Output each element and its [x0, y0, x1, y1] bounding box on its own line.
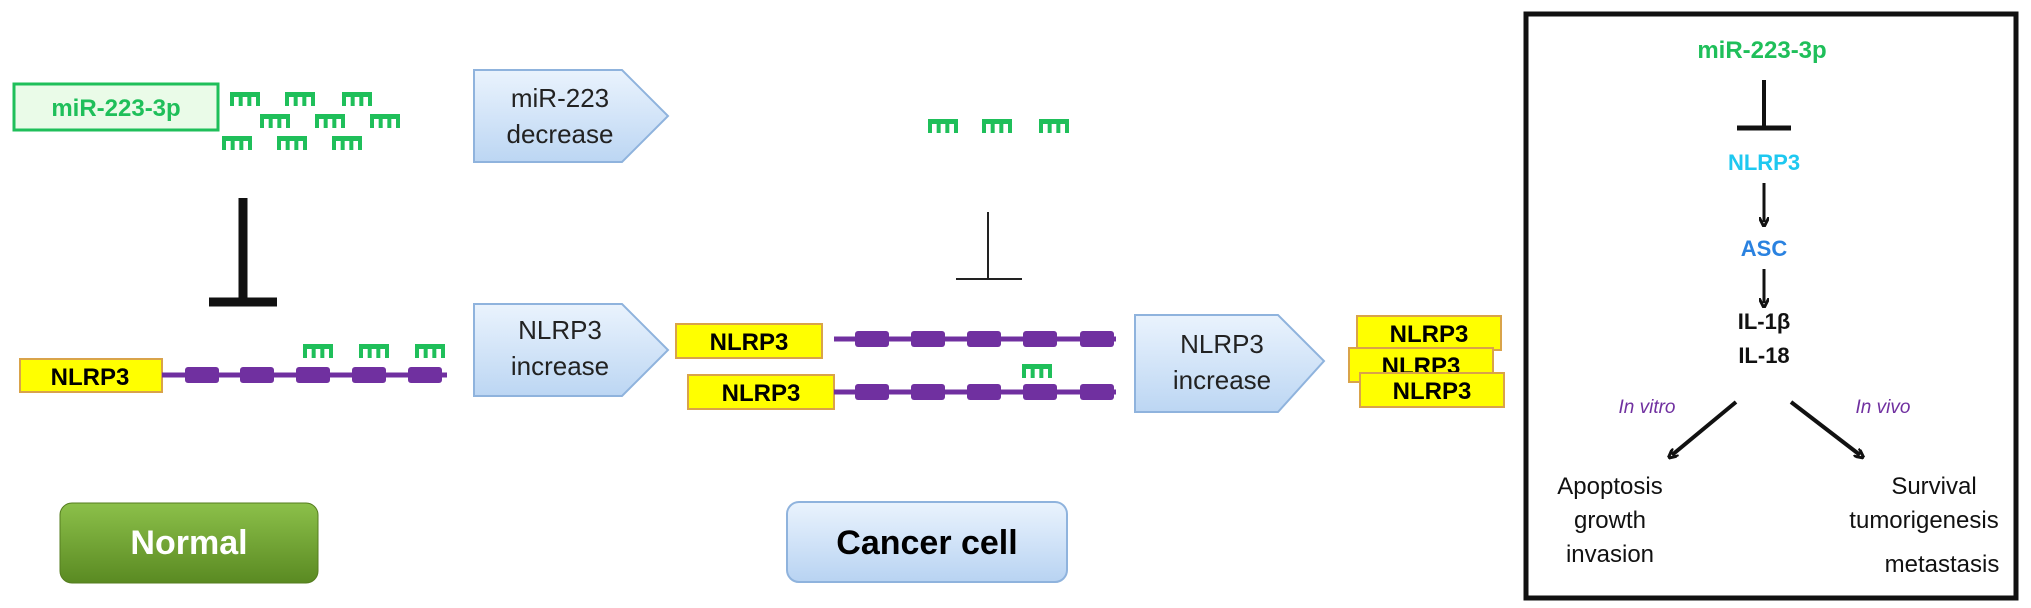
- stack-box-3: [1359, 372, 1505, 408]
- panel-left-2: growth: [1574, 507, 1646, 534]
- panel-nlrp3: NLRP3: [1728, 150, 1800, 175]
- cancer-bound-mirna: [1022, 364, 1052, 378]
- cancer-tag: Cancer cell: [836, 524, 1017, 562]
- normal-section: miR-223-3p NLRP3 Normal: [12, 82, 447, 584]
- cancer-nlrp3-label-2: NLRP3: [722, 380, 801, 407]
- mrna-segment: [240, 367, 274, 383]
- nlrp3-protein-stack: NLRP3 NLRP3 NLRP3: [1348, 315, 1505, 408]
- mirna-label: miR-223-3p: [51, 95, 180, 122]
- mirna-icon: [332, 136, 362, 150]
- mirna-cluster: [222, 92, 400, 150]
- mirna-icon: [260, 114, 290, 128]
- mrna-segment: [1080, 384, 1114, 400]
- cancer-tag-box: [786, 501, 1068, 583]
- bound-mirna-icon: [303, 344, 333, 358]
- mrna-strand: [162, 367, 447, 383]
- nlrp3-increase-arrow: NLRP3 increase: [473, 303, 670, 397]
- cancer-mirna-cluster: [928, 119, 1069, 133]
- mir-decrease-line2: decrease: [507, 119, 614, 149]
- mirna-label-box: [12, 82, 220, 132]
- mirna-icon: [928, 119, 958, 133]
- mirna-icon: [285, 92, 315, 106]
- panel-frame: [1523, 11, 2019, 601]
- mrna-segment: [1080, 331, 1114, 347]
- panel-left-3: invasion: [1566, 541, 1654, 568]
- bound-mirna-icon: [359, 344, 389, 358]
- panel-asc: ASC: [1741, 236, 1788, 261]
- mrna-segment: [967, 331, 1001, 347]
- mir-decrease-arrow: miR-223 decrease: [473, 69, 670, 163]
- cancer-nlrp3-label-1: NLRP3: [710, 329, 789, 356]
- mrna-segment: [967, 384, 1001, 400]
- mirna-icon: [315, 114, 345, 128]
- mirna-icon: [230, 92, 260, 106]
- mrna-segment: [1023, 331, 1057, 347]
- panel-mirna: miR-223-3p: [1697, 37, 1826, 64]
- mirna-icon: [982, 119, 1012, 133]
- normal-tag: Normal: [130, 524, 247, 562]
- bound-mirnas: [303, 344, 445, 358]
- panel-arrow-right: [1789, 400, 1860, 455]
- panel-il18: IL-18: [1738, 343, 1789, 368]
- mirna-icon: [370, 114, 400, 128]
- mir-decrease-line1: miR-223: [511, 83, 609, 113]
- mrna-segment: [911, 331, 945, 347]
- panel-right-2: tumorigenesis: [1849, 507, 1998, 534]
- stack-box-1: [1356, 315, 1502, 351]
- mrna-segment: [855, 331, 889, 347]
- cancer-nlrp3-box-1: [675, 323, 823, 359]
- panel-right-1: Survival: [1891, 473, 1976, 500]
- nlrp3-increase2-line1: NLRP3: [1180, 329, 1264, 359]
- nlrp3-increase-arrow-2: NLRP3 increase: [1134, 314, 1326, 413]
- mrna-segment: [408, 367, 442, 383]
- nlrp3-gene-label: NLRP3: [51, 364, 130, 391]
- panel-right-3: metastasis: [1885, 551, 2000, 578]
- cancer-mrna-strand-2: [834, 384, 1116, 400]
- mirna-icon: [342, 92, 372, 106]
- stack-label-3: NLRP3: [1393, 378, 1472, 405]
- cancer-section: NLRP3 NLRP3 Cancer cell: [675, 119, 1116, 583]
- mirna-icon: [277, 136, 307, 150]
- nlrp3-increase2-line2: increase: [1173, 365, 1271, 395]
- mirna-icon: [1039, 119, 1069, 133]
- stack-label-1: NLRP3: [1390, 321, 1469, 348]
- mirna-icon: [222, 136, 252, 150]
- mrna-segment: [296, 367, 330, 383]
- mrna-segment: [185, 367, 219, 383]
- mrna-segment: [352, 367, 386, 383]
- panel-left-1: Apoptosis: [1557, 473, 1662, 500]
- panel-il1b: IL-1β: [1738, 309, 1791, 334]
- bound-mirna-icon: [1022, 364, 1052, 378]
- panel-arrow-left: [1672, 400, 1738, 455]
- mrna-segment: [1023, 384, 1057, 400]
- panel-in-vitro: In vitro: [1618, 397, 1675, 418]
- cancer-mrna-strand-1: [834, 331, 1116, 347]
- mrna-segment: [911, 384, 945, 400]
- nlrp3-increase-line2: increase: [511, 351, 609, 381]
- pathway-panel: miR-223-3p NLRP3 ASC IL-1β IL-18 In vitr…: [1523, 11, 2019, 601]
- bound-mirna-icon: [415, 344, 445, 358]
- nlrp3-increase-line1: NLRP3: [518, 315, 602, 345]
- normal-tag-box: [59, 502, 319, 584]
- panel-in-vivo: In vivo: [1856, 397, 1911, 418]
- mrna-segment: [855, 384, 889, 400]
